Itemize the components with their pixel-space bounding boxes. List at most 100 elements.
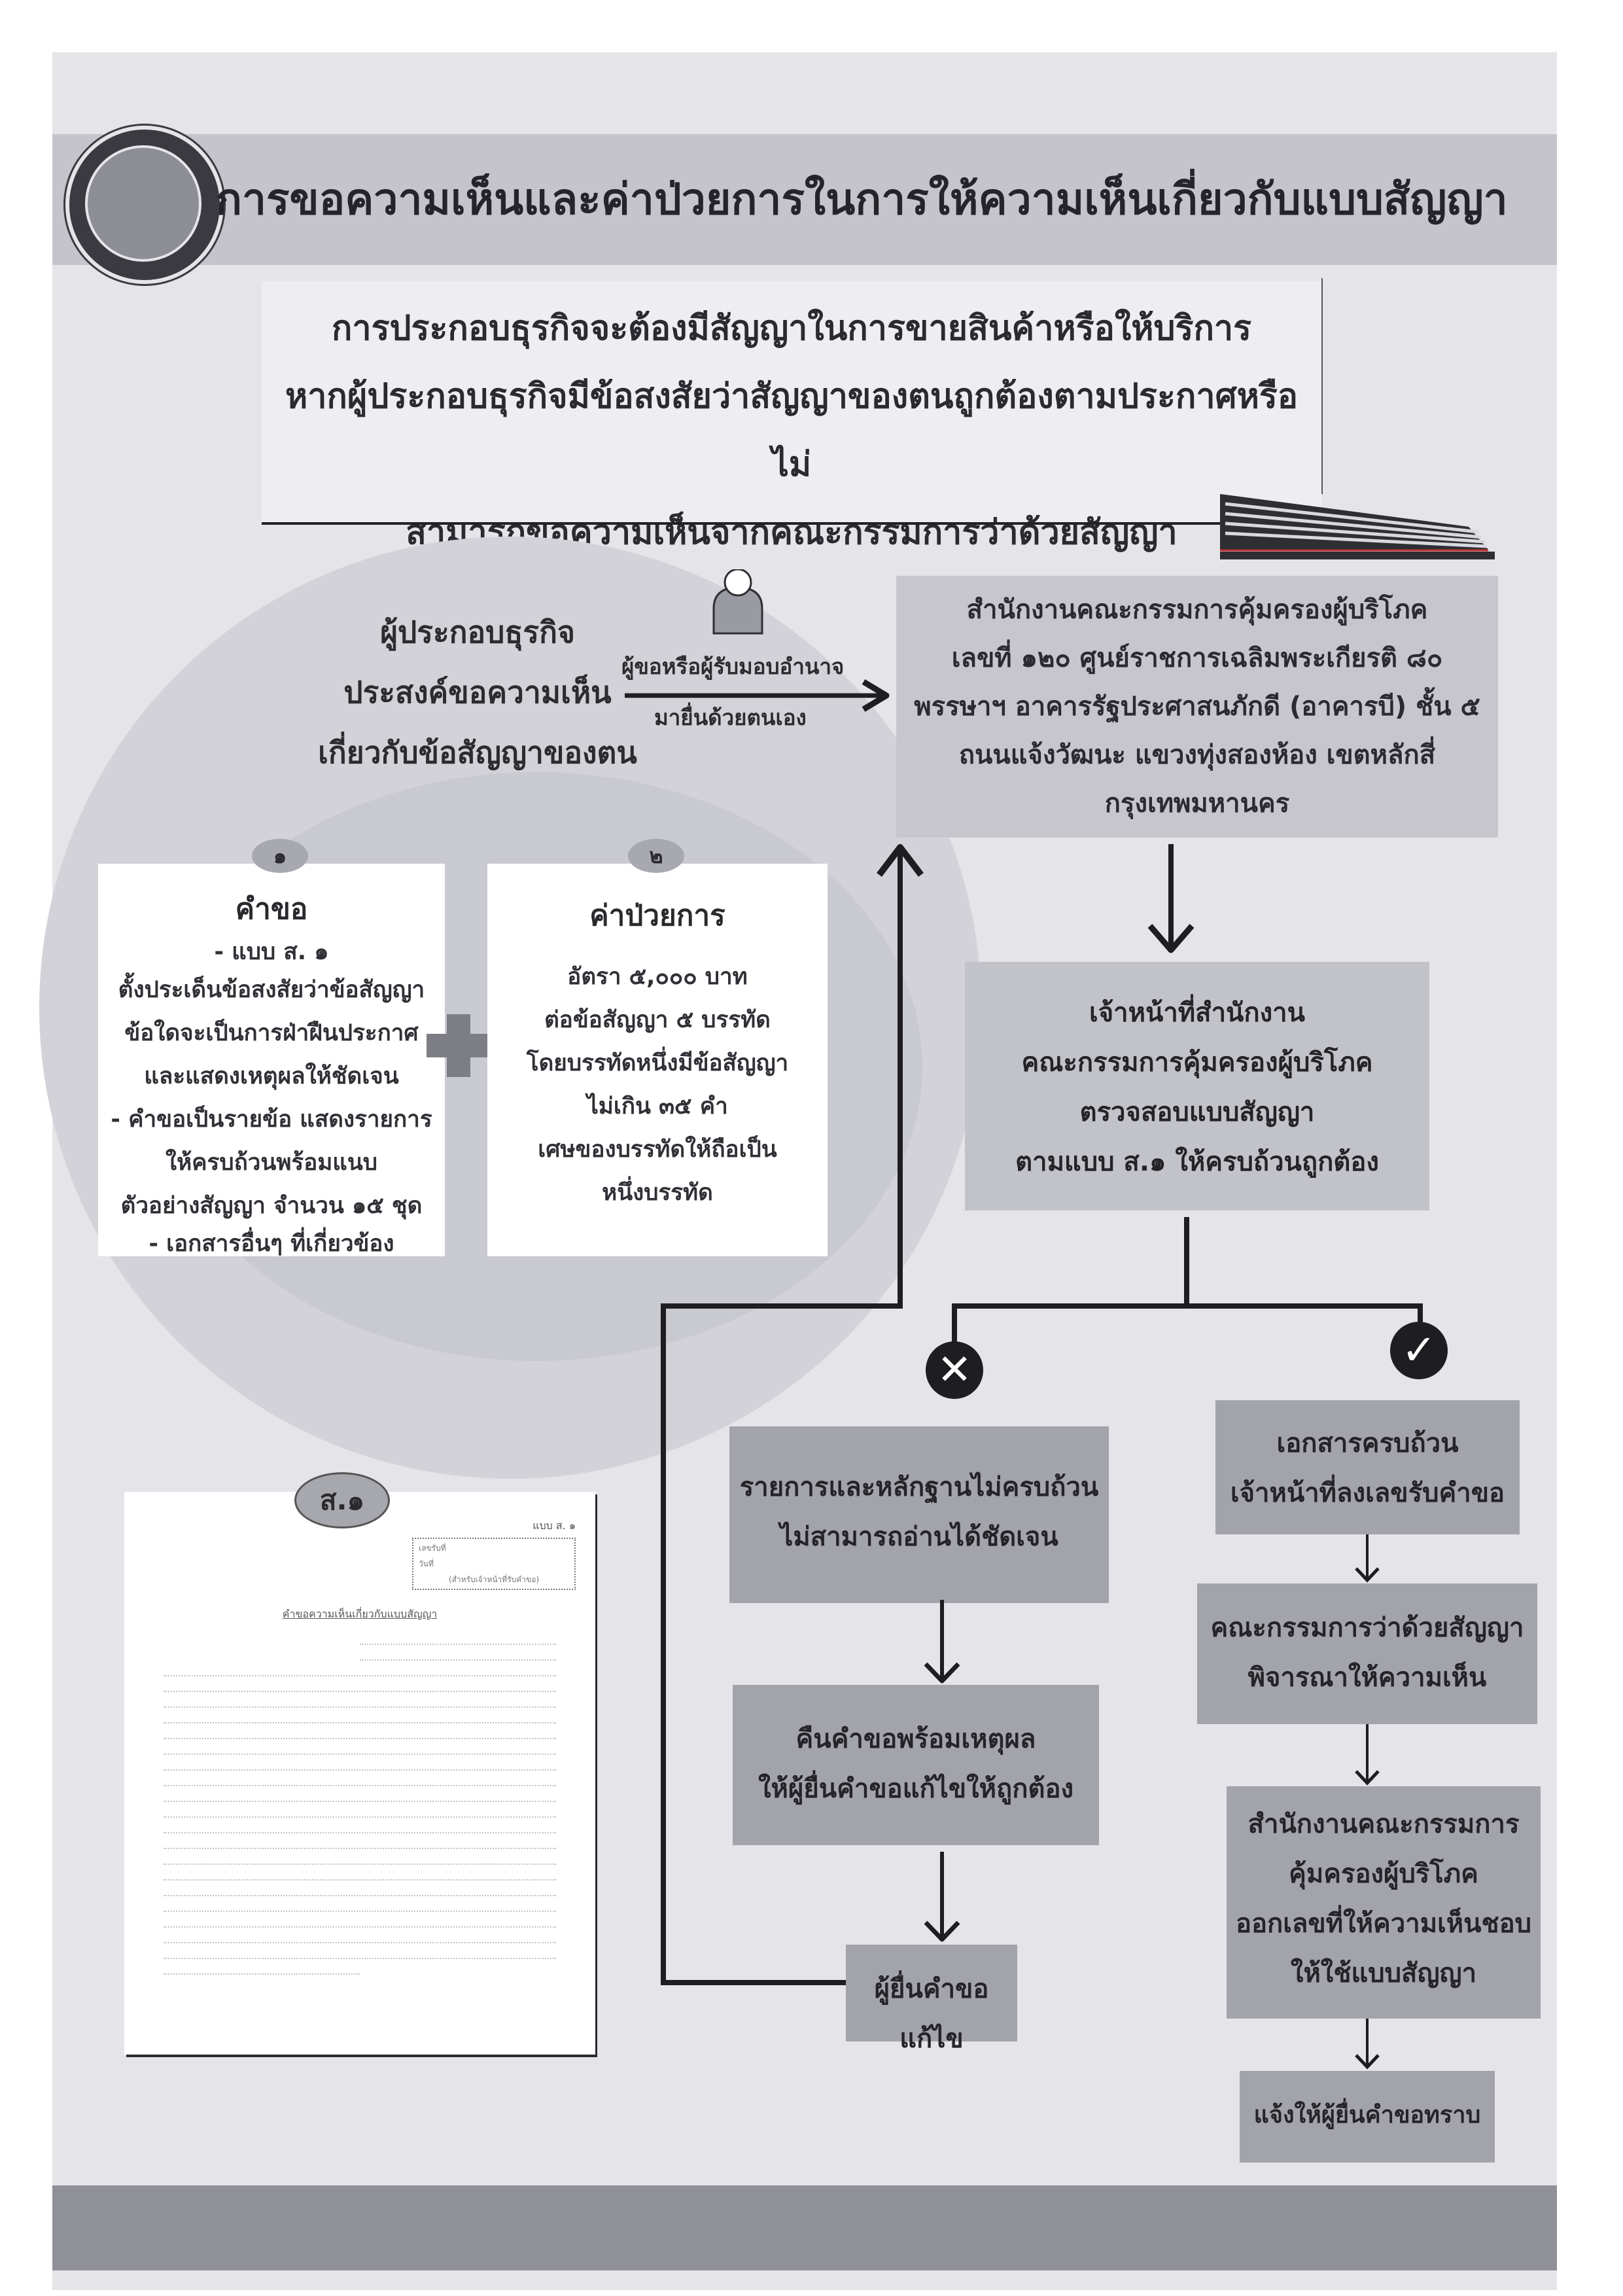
footer-band (52, 2185, 1557, 2270)
form-sample-document: แบบ ส. ๑ เลขรับที่ วันที่ (สำหรับเจ้าหน้… (124, 1492, 595, 2055)
branch-bar (952, 1303, 1423, 1309)
return-line-up (898, 851, 903, 1309)
office-line: ถนนแจ้งวัฒนะ แขวงทุ่งสองห้อง เขตหลักสี่ (958, 740, 1436, 770)
accept-step-line: พิจารณาให้ความเห็น (1248, 1663, 1487, 1693)
receipt-line: (สำหรับเจ้าหน้าที่รับคำขอ) (448, 1575, 540, 1584)
down-arrow-icon (1355, 2019, 1380, 2070)
form-field-line (164, 1768, 556, 1771)
down-arrow-icon (1355, 1724, 1380, 1786)
reject-step-box: ผู้ยื่นคำขอแก้ไข (846, 1945, 1017, 2054)
office-line: กรุงเทพมหานคร (1104, 788, 1290, 819)
receipt-box: เลขรับที่ วันที่ (สำหรับเจ้าหน้าที่รับคำ… (412, 1538, 576, 1590)
request-card-line: และแสดงเหตุผลให้ชัดเจน (144, 1063, 399, 1089)
review-line: คณะกรรมการคุ้มครองผู้บริโภค (1021, 1048, 1373, 1078)
form-field-line (164, 1831, 556, 1833)
request-card-line: ตัวอย่างสัญญา จำนวน ๑๕ ชุด (120, 1193, 423, 1219)
request-card-line: - แบบ ส. ๑ (214, 939, 329, 965)
accept-step-line: เอกสารครบถ้วน (1276, 1428, 1459, 1458)
intro-text: การประกอบธุรกิจจะต้องมีสัญญาในการขายสินค… (275, 294, 1308, 567)
up-arrow-icon (877, 844, 924, 877)
form-field-line (164, 1674, 556, 1676)
form-code: แบบ ส. ๑ (532, 1519, 576, 1532)
branch-right-drop (1418, 1303, 1423, 1330)
intro-underline (262, 522, 1230, 525)
ocpb-seal-logo (65, 126, 224, 284)
fee-card-line: เศษของบรรทัดให้ถือเป็น (538, 1137, 777, 1163)
down-arrow-icon (924, 1600, 960, 1684)
accept-step-box: เอกสารครบถ้วน เจ้าหน้าที่ลงเลขรับคำขอ (1215, 1400, 1520, 1534)
applicant-line: ผู้ประกอบธุรกิจ (380, 614, 575, 650)
reject-step-line: ไม่สามารถอ่านได้ชัดเจน (780, 1522, 1058, 1552)
seal-emblem (85, 145, 201, 262)
review-line: เจ้าหน้าที่สำนักงาน (1089, 998, 1305, 1028)
form-field-line (164, 1721, 556, 1723)
form-field-line (164, 1925, 556, 1928)
receipt-line: วันที่ (419, 1559, 434, 1568)
fee-card-line: ต่อข้อสัญญา ๕ บรรทัด (544, 1007, 771, 1033)
title-band (52, 134, 1557, 265)
accept-step-line: คณะกรรมการว่าด้วยสัญญา (1210, 1613, 1524, 1643)
form-field-line (360, 1658, 556, 1661)
return-line-vertical (661, 1303, 666, 1984)
page-title: การขอความเห็นและค่าป่วยการในการให้ความเห… (216, 174, 1508, 224)
accept-step-line: เจ้าหน้าที่ลงเลขรับคำขอ (1230, 1478, 1505, 1508)
accept-step-box: สำนักงานคณะกรรมการ คุ้มครองผู้บริโภค ออก… (1227, 1786, 1541, 2019)
form-field-line (164, 1784, 556, 1786)
request-card-line: - คำขอเป็นรายข้อ แสดงรายการ (111, 1106, 432, 1133)
accept-step-line: สำนักงานคณะกรรมการ (1248, 1809, 1520, 1839)
fee-card-line: ไม่เกิน ๓๕ คำ (587, 1093, 728, 1120)
step-number-badge: ๑ (252, 839, 308, 873)
form-field-line (164, 1815, 556, 1818)
submission-arrow-top-label: ผู้ขอหรือผู้รับมอบอำนาจ (621, 654, 845, 679)
reject-step-line: ผู้ยื่นคำขอแก้ไข (874, 1974, 989, 2054)
right-arrow-icon (625, 679, 890, 712)
fee-card-title: ค่าป่วยการ (589, 899, 725, 932)
intro-line: การประกอบธุรกิจจะต้องมีสัญญาในการขายสินค… (331, 309, 1252, 348)
request-card-line: ตั้งประเด็นข้อสงสัยว่าข้อสัญญา (118, 977, 425, 1003)
fee-card-line: อัตรา ๕,๐๐๐ บาท (567, 964, 748, 990)
form-field-line (164, 1909, 556, 1912)
form-heading: คำขอความเห็นเกี่ยวกับแบบสัญญา (282, 1608, 438, 1620)
return-line-bottom (661, 1980, 847, 1985)
down-arrow-icon (1355, 1534, 1380, 1583)
branch-stem (1184, 1217, 1189, 1309)
return-line-top (661, 1303, 903, 1309)
form-field-line (164, 1972, 360, 1975)
request-card: คำขอ - แบบ ส. ๑ ตั้งประเด็นข้อสงสัยว่าข้… (98, 864, 445, 1257)
form-field-line (360, 1642, 556, 1645)
form-field-line (164, 1894, 556, 1896)
form-badge: ส.๑ (294, 1472, 390, 1528)
receipt-line: เลขรับที่ (419, 1544, 446, 1553)
person-icon (712, 569, 763, 635)
building-illustration (1220, 494, 1495, 559)
down-arrow-icon (924, 1852, 960, 1942)
reject-step-line: คืนคำขอพร้อมเหตุผล (795, 1724, 1036, 1754)
check-circle-icon: ✓ (1390, 1322, 1448, 1379)
form-field-line (164, 1752, 556, 1755)
request-card-line: - เอกสารอื่นๆ ที่เกี่ยวข้อง (148, 1231, 394, 1257)
reject-step-line: ให้ผู้ยื่นคำขอแก้ไขให้ถูกต้อง (758, 1774, 1074, 1804)
step-number-badge: ๒ (628, 839, 684, 873)
applicant-line: ประสงค์ขอความเห็น (343, 675, 612, 710)
fee-card: ค่าป่วยการ อัตรา ๕,๐๐๐ บาท ต่อข้อสัญญา ๕… (487, 864, 828, 1256)
applicant-text: ผู้ประกอบธุรกิจ ประสงค์ขอความเห็น เกี่ยว… (307, 602, 648, 783)
applicant-line: เกี่ยวกับข้อสัญญาของตน (318, 735, 637, 770)
form-field-line (164, 1799, 556, 1802)
request-card-title: คำขอ (235, 892, 308, 926)
office-address: สำนักงานคณะกรรมการคุ้มครองผู้บริโภค เลขท… (903, 586, 1492, 828)
form-lines (164, 1642, 556, 1988)
form-field-line (164, 1737, 556, 1739)
office-line: เลขที่ ๑๒๐ ศูนย์ราชการเฉลิมพระเกียรติ ๘๐ (951, 643, 1443, 673)
accept-step-box: คณะกรรมการว่าด้วยสัญญา พิจารณาให้ความเห็… (1197, 1583, 1537, 1724)
office-line: สำนักงานคณะกรรมการคุ้มครองผู้บริโภค (966, 595, 1428, 625)
plus-icon (447, 1014, 470, 1077)
branch-left-drop (952, 1303, 957, 1349)
intro-line: หากผู้ประกอบธุรกิจมีข้อสงสัยว่าสัญญาของต… (285, 377, 1299, 484)
form-field-line (164, 1705, 556, 1708)
review-box: เจ้าหน้าที่สำนักงาน คณะกรรมการคุ้มครองผู… (965, 962, 1429, 1210)
reject-step-line: รายการและหลักฐานไม่ครบถ้วน (739, 1472, 1099, 1502)
review-line: ตรวจสอบแบบสัญญา (1079, 1097, 1315, 1127)
x-circle-icon: ✕ (926, 1341, 983, 1399)
accept-step-line: คุ้มครองผู้บริโภค (1289, 1859, 1478, 1889)
submission-arrow-bottom-label: มายื่นด้วยตนเอง (654, 705, 807, 730)
